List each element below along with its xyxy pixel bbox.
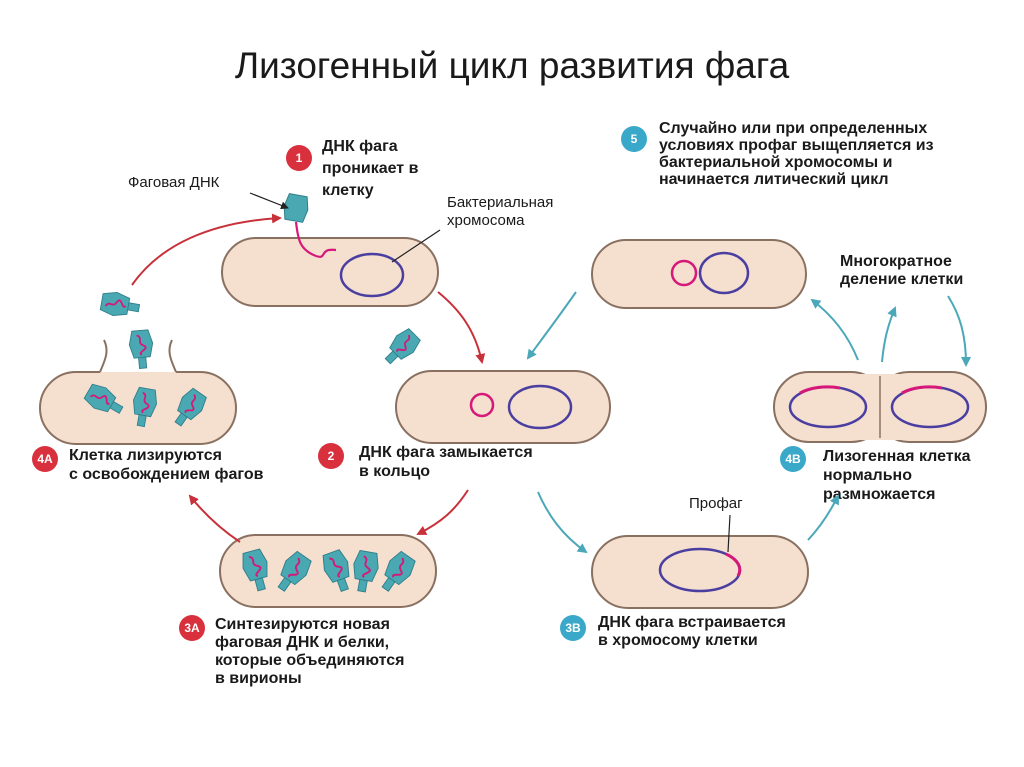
badge-red xyxy=(32,446,58,472)
multiple-division-label: Многократное деление клетки xyxy=(840,253,963,288)
phage-icon xyxy=(127,328,156,371)
cell-step-3b xyxy=(591,535,809,609)
step-text: условиях профаг выщепляется из xyxy=(659,137,934,154)
cell-step-5 xyxy=(591,239,807,309)
arrow xyxy=(416,489,469,535)
cell-wall-rupture xyxy=(99,339,108,373)
label-phage-dna: Фаговая ДНК xyxy=(128,174,220,191)
step-text: в вирионы xyxy=(215,670,302,687)
cell-step-4b xyxy=(773,371,987,443)
phage-icon xyxy=(378,325,424,371)
arrow xyxy=(947,295,971,367)
arrow xyxy=(526,291,577,360)
step-text: ДНК фага замыкается xyxy=(359,444,533,461)
step-5: 5 Случайно или при определенных условиях… xyxy=(621,120,934,188)
bacterial-cell xyxy=(395,370,611,444)
cell-step-4a xyxy=(39,289,237,445)
step-2: 2 ДНК фага замыкается в кольцо xyxy=(318,443,533,480)
excised-prophage xyxy=(670,259,698,287)
step-text: Лизогенная клетка xyxy=(823,448,971,465)
label-bacterial-chromosome-2: хромосома xyxy=(447,212,525,229)
bacterial-chromosome xyxy=(339,252,405,298)
page-title: Лизогенный цикл развития фага xyxy=(235,45,790,86)
arrow xyxy=(807,494,839,541)
step-text: Многократное xyxy=(840,253,952,270)
arrow xyxy=(188,494,241,543)
step-3a: 3A Синтезируются новая фаговая ДНК и бел… xyxy=(179,615,404,687)
bacterial-cell xyxy=(591,535,809,609)
step-text: в хромосому клетки xyxy=(598,632,758,649)
badge-label: 3A xyxy=(184,621,200,635)
arrow xyxy=(537,491,588,554)
step-text: Синтезируются новая xyxy=(215,616,390,633)
lytic-arrows xyxy=(131,213,486,543)
badge-teal xyxy=(621,126,647,152)
bacterial-cell xyxy=(221,237,439,307)
pointer-line xyxy=(391,229,441,263)
arrow xyxy=(131,213,282,286)
badge-label: 1 xyxy=(296,151,303,165)
badge-red xyxy=(179,615,205,641)
step-text: размножается xyxy=(823,486,935,503)
step-text: Клетка лизируются xyxy=(69,447,222,464)
badge-label: 2 xyxy=(328,449,335,463)
badge-label: 5 xyxy=(631,132,638,146)
bacterial-chromosome xyxy=(698,251,750,295)
cell-step-1 xyxy=(221,193,439,307)
step-text: фаговая ДНК и белки, xyxy=(215,634,389,651)
badge-red xyxy=(318,443,344,469)
step-4a: 4A Клетка лизируются с освобождением фаг… xyxy=(32,446,264,483)
cell-step-3a xyxy=(219,534,437,608)
badge-label: 4A xyxy=(37,452,53,466)
badge-red xyxy=(286,145,312,171)
step-text: клетку xyxy=(322,182,374,199)
cell-step-2 xyxy=(395,370,611,444)
step-4b: 4B Лизогенная клетка нормально размножае… xyxy=(780,446,971,503)
bacterial-chromosome xyxy=(507,384,573,430)
step-text: проникает в xyxy=(322,160,419,177)
step-text: нормально xyxy=(823,467,912,484)
step-text: которые объединяются xyxy=(215,652,404,669)
cell-wall-rupture xyxy=(168,339,177,373)
badge-label: 4B xyxy=(785,452,801,466)
phage-dna-ring xyxy=(469,392,495,418)
step-text: с освобождением фагов xyxy=(69,466,264,483)
pointer-line xyxy=(249,192,289,210)
step-text: деление клетки xyxy=(840,271,963,288)
arrow xyxy=(437,291,486,364)
arrow xyxy=(810,298,859,361)
pointer-line xyxy=(727,514,731,553)
step-text: ДНК фага встраивается xyxy=(598,614,786,631)
prophage-segment xyxy=(725,552,742,577)
badge-label: 3B xyxy=(565,621,581,635)
step-text: в кольцо xyxy=(359,463,430,480)
step-text: начинается литический цикл xyxy=(659,171,889,188)
badge-teal xyxy=(780,446,806,472)
step-3b: 3B ДНК фага встраивается в хромосому кле… xyxy=(560,614,786,649)
phage-icon xyxy=(283,193,309,223)
step-text: бактериальной хромосомы и xyxy=(659,154,892,171)
badge-teal xyxy=(560,615,586,641)
prophage-segment xyxy=(799,385,841,395)
label-prophage: Профаг xyxy=(689,495,743,512)
step-1: 1 ДНК фага проникает в клетку xyxy=(286,138,419,199)
arrow xyxy=(881,306,897,363)
phage-icon xyxy=(98,289,142,321)
lysogenic-arrows xyxy=(526,291,971,554)
phage-dna-strand xyxy=(294,221,337,258)
prophage-segment xyxy=(901,385,943,395)
label-bacterial-chromosome-1: Бактериальная xyxy=(447,194,553,211)
step-text: Случайно или при определенных xyxy=(659,120,927,137)
step-text: ДНК фага xyxy=(322,138,398,155)
